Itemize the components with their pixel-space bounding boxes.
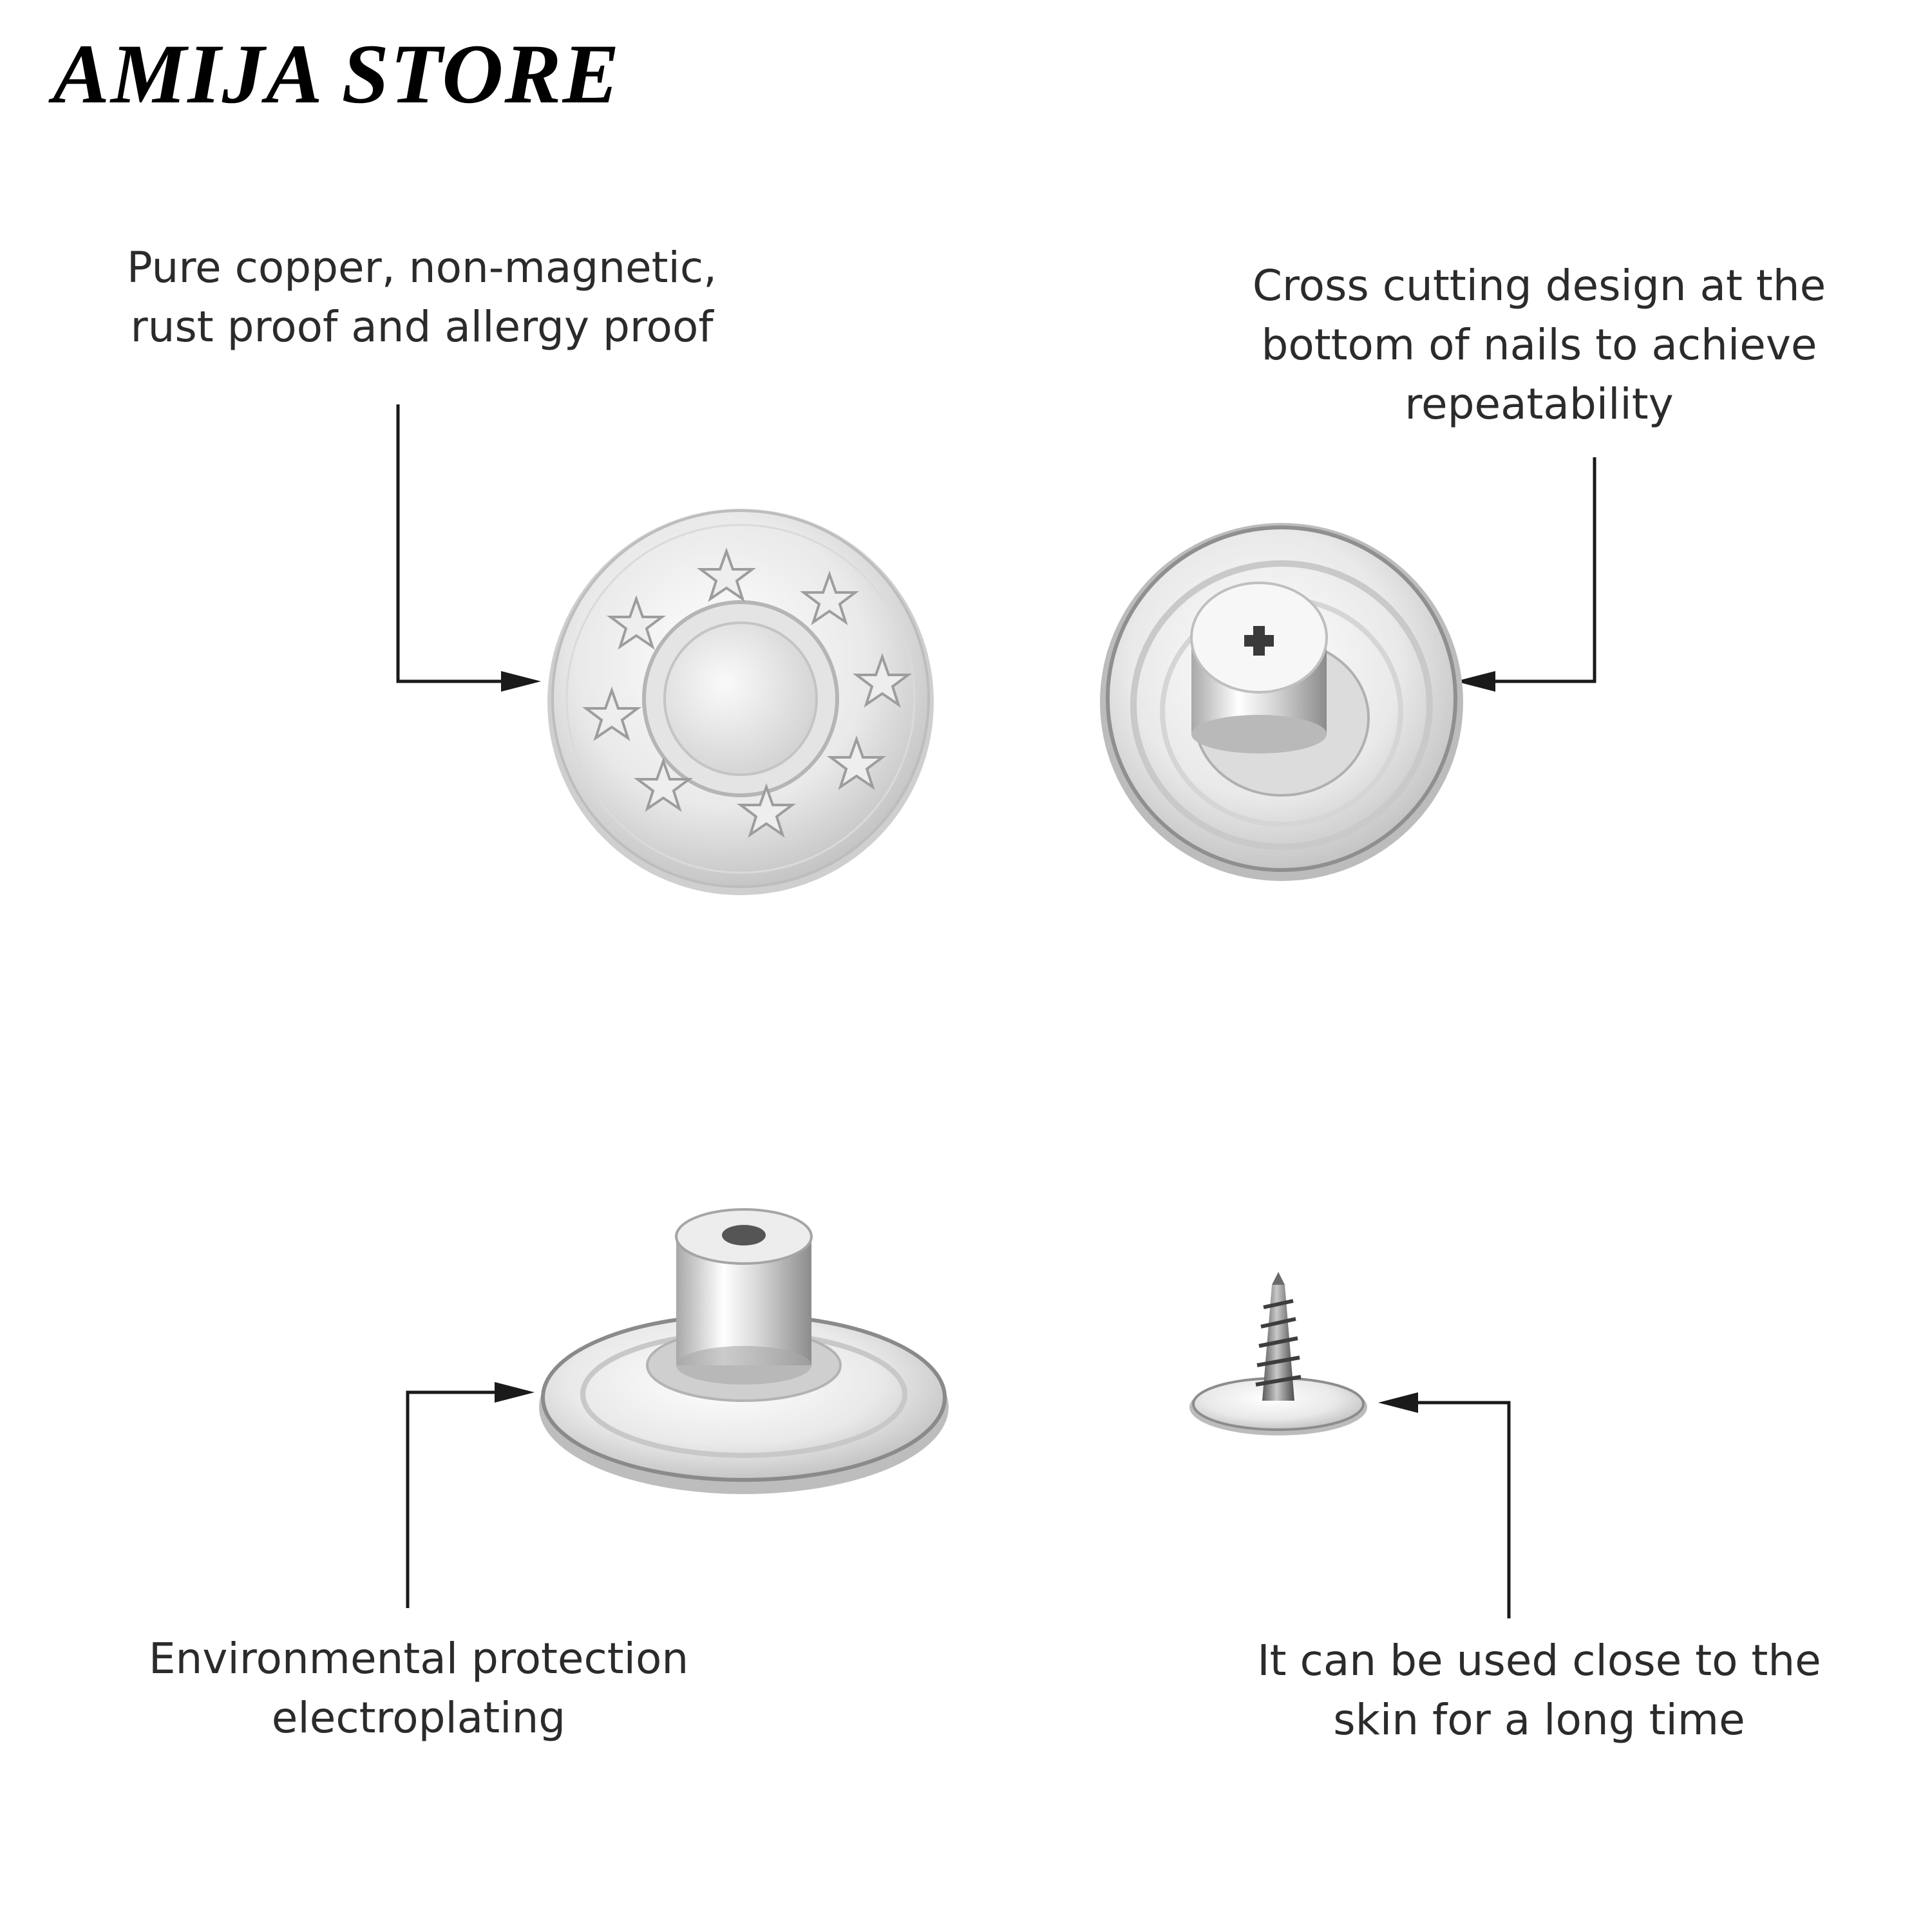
- caption-copper: Pure copper, non-magnetic, rust proof an…: [84, 238, 760, 357]
- pin-hole: [722, 1225, 766, 1245]
- caption-line: electroplating: [271, 1693, 566, 1743]
- cross-icon: [1244, 626, 1274, 656]
- caption-line: bottom of nails to achieve: [1261, 320, 1817, 370]
- store-logo: AMIJA STORE: [53, 26, 621, 121]
- caption-cross-cutting: Cross cutting design at the bottom of na…: [1204, 256, 1874, 434]
- callout-arrow-bottom-right: [1378, 1392, 1511, 1618]
- caption-line: rust proof and allergy proof: [130, 302, 714, 352]
- button-pin-image: [539, 1208, 949, 1494]
- callout-arrow-bottom-left: [406, 1382, 535, 1608]
- callout-arrow-top-left: [396, 404, 541, 692]
- caption-line: Cross cutting design at the: [1252, 261, 1826, 310]
- caption-electroplating: Environmental protection electroplating: [97, 1629, 741, 1748]
- button-back-image: [1100, 523, 1463, 881]
- caption-line: Environmental protection: [148, 1634, 689, 1683]
- screw-thread: [1255, 1299, 1302, 1387]
- caption-skin-contact: It can be used close to the skin for a l…: [1204, 1631, 1874, 1750]
- button-face-image: [547, 509, 934, 895]
- callout-arrow-top-right: [1455, 457, 1596, 692]
- screw-nail-image: [1189, 1272, 1367, 1435]
- caption-line: Pure copper, non-magnetic,: [126, 243, 717, 292]
- star-icons: [582, 547, 912, 838]
- caption-line: It can be used close to the: [1257, 1636, 1821, 1685]
- caption-line: skin for a long time: [1333, 1695, 1745, 1745]
- caption-line: repeatability: [1405, 379, 1674, 429]
